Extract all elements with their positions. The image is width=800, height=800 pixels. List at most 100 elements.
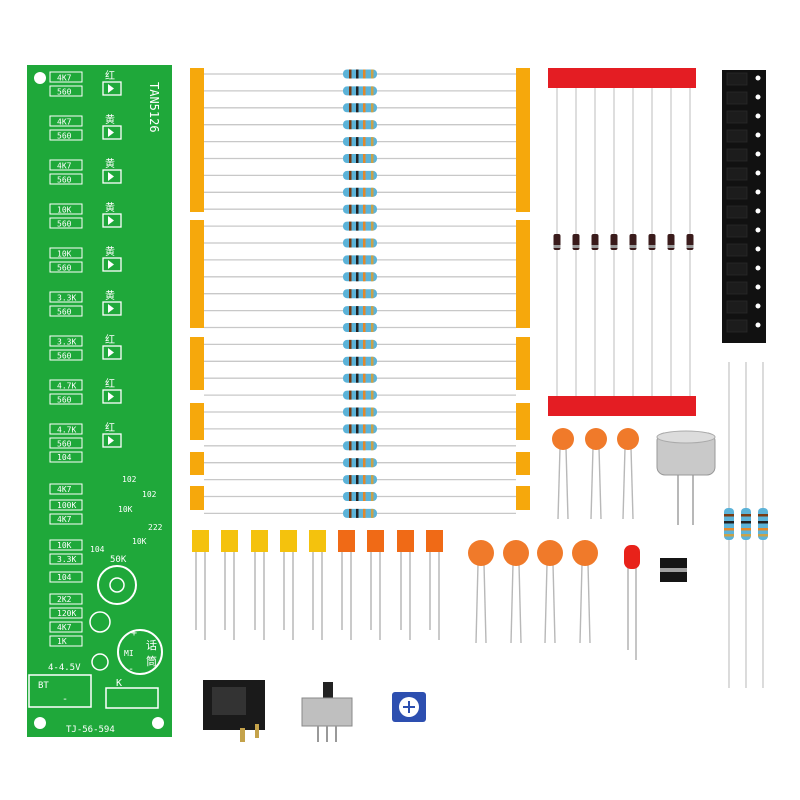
plus-mark: +: [131, 628, 137, 639]
led-color-label: 黄: [105, 289, 115, 302]
diode: [629, 88, 637, 396]
mic-label: MI: [124, 649, 134, 658]
pcb-part-label: 10K: [57, 541, 72, 550]
resistor-footprint: [49, 335, 83, 347]
left-carrier-tape: [190, 337, 204, 390]
taped-resistor: [204, 255, 516, 265]
mounting-hole: [34, 717, 46, 729]
pcb-cap-label: 222: [148, 523, 163, 532]
pcb-part-footprint: [49, 571, 83, 583]
pcb-substrate: [27, 65, 172, 737]
pcb-part-label: 120K: [57, 609, 76, 618]
left-carrier-tape: [190, 486, 204, 510]
microphone-footprint: [117, 629, 163, 675]
yellow-led: [251, 530, 268, 640]
resistor-footprint: [49, 393, 83, 405]
smd-chip-tape: [722, 70, 766, 343]
resistor-value-label: 560: [57, 264, 72, 273]
led-color-label: 红: [105, 377, 115, 390]
pcb-part-footprint: [49, 553, 83, 565]
taped-resistor: [204, 508, 516, 518]
resistor-footprint: [49, 423, 83, 435]
top-carrier-tape: [548, 68, 696, 88]
pcb-part-label: 2K2: [57, 595, 72, 604]
taped-resistor: [204, 356, 516, 366]
taped-resistor: [204, 137, 516, 147]
ceramic-capacitor: [572, 540, 598, 644]
resistor-value-label: 3.3K: [57, 294, 76, 303]
diode: [553, 88, 561, 396]
ceramic-capacitor: [617, 428, 639, 520]
resistor-footprint: [49, 349, 83, 361]
left-carrier-tape: [190, 220, 204, 328]
switch-knob: [323, 682, 333, 700]
taped-resistor: [204, 339, 516, 349]
pcb-part-footprint: [49, 607, 83, 619]
taped-resistor: [204, 306, 516, 316]
taped-resistor: [204, 221, 516, 231]
pcb-part-label: 3.3K: [57, 555, 76, 564]
resistor-footprint: [49, 173, 83, 185]
resistor-value-label: 560: [57, 396, 72, 405]
loose-resistor: [758, 362, 768, 688]
resistor-value-label: 560: [57, 176, 72, 185]
taped-resistor: [204, 120, 516, 130]
diode: [686, 88, 694, 396]
led-color-label: 黄: [105, 201, 115, 214]
led-footprint: [102, 433, 122, 448]
ceramic-capacitor: [468, 540, 494, 644]
red-led-body: [624, 545, 640, 569]
taped-resistor: [204, 458, 516, 468]
taped-resistor: [204, 475, 516, 485]
resistor-footprint: [49, 379, 83, 391]
red-led: [624, 545, 640, 660]
yellow-led: [309, 530, 326, 640]
led-row-group: 4K7560红4K7560黄4K7560黄10K560黄10K560黄3.3K5…: [49, 69, 122, 449]
ceramic-capacitor: [552, 428, 574, 520]
led-footprint: [102, 389, 122, 404]
diode-tape-strip: [548, 68, 696, 416]
led-footprint: [102, 213, 122, 228]
dc-power-jack: [203, 680, 265, 742]
pcb-part-label: 104: [57, 573, 72, 582]
resistor-footprint: [49, 217, 83, 229]
right-carrier-tape: [516, 452, 530, 475]
electrolytic-cap-footprint: [89, 611, 111, 633]
pcb-cap-label: 10K: [118, 505, 133, 514]
diode: [667, 88, 675, 396]
resistor-value-label: 560: [57, 352, 72, 361]
minus-mark: -: [128, 664, 134, 675]
led-color-label: 黄: [105, 113, 115, 126]
led-color-label: 黄: [105, 157, 115, 170]
led-footprint: [102, 257, 122, 272]
taped-resistor: [204, 289, 516, 299]
pcb-cap-label: 102: [142, 490, 157, 499]
pcb-cap-label: 10K: [132, 537, 147, 546]
resistor-value-label: 10K: [57, 206, 72, 215]
resistor-footprint: [49, 85, 83, 97]
pcb-part-label: 4K7: [57, 485, 72, 494]
left-carrier-tape: [190, 403, 204, 440]
battery-minus-mark: -: [62, 694, 68, 705]
taped-resistor: [204, 441, 516, 451]
electret-microphone: [656, 430, 716, 525]
pot-wiper-mark: [109, 577, 125, 593]
pcb-part-footprint: [49, 539, 83, 551]
transistor-footprint: [91, 653, 109, 671]
smd-transistor: [660, 558, 687, 582]
taped-resistor-strip: [190, 68, 530, 518]
battery-connector-footprint: [28, 674, 92, 708]
led-footprint: [102, 169, 122, 184]
resistor-footprint: [49, 71, 83, 83]
led-footprint: [102, 81, 122, 96]
resistor-value-label: 10K: [57, 250, 72, 259]
right-carrier-tape: [516, 486, 530, 510]
taped-resistor: [204, 170, 516, 180]
pcb-part-footprint: [49, 621, 83, 633]
orange-led: [367, 530, 384, 640]
